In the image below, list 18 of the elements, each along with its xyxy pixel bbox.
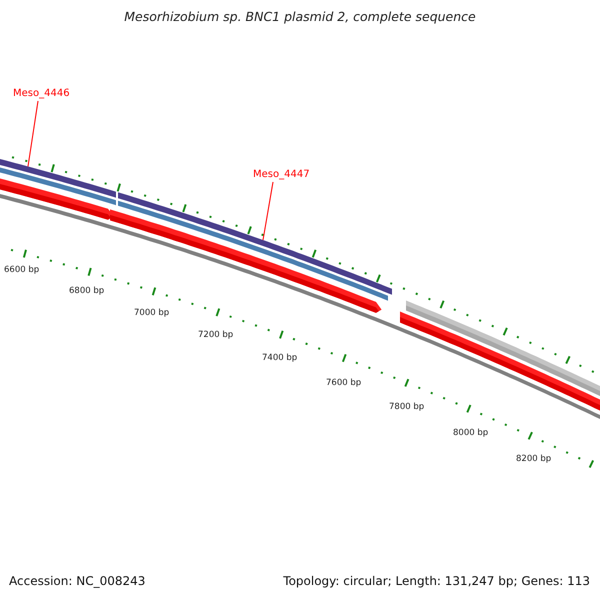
scale-label: 7000 bp bbox=[134, 308, 170, 318]
summary-note: Topology: circular; Length: 131,247 bp; Genes: 113 bbox=[283, 574, 590, 588]
gene-label: Meso_4447 bbox=[253, 169, 310, 181]
scale-label: 6800 bp bbox=[69, 286, 104, 296]
gene-bar bbox=[0, 158, 116, 198]
scale-label: 7800 bp bbox=[389, 402, 424, 412]
scale-label: 7200 bp bbox=[198, 330, 234, 340]
scale-label: 7400 bp bbox=[262, 353, 298, 364]
gene-bar bbox=[118, 192, 392, 295]
accession-note: Accession: NC_008243 bbox=[9, 574, 146, 588]
scale-label: 7600 bp bbox=[326, 378, 362, 388]
gene-label: Meso_4446 bbox=[13, 88, 70, 100]
scale-label: 6600 bp bbox=[4, 265, 40, 276]
leader-line bbox=[28, 100, 38, 167]
leader-line bbox=[262, 182, 274, 241]
scale-label: 8200 bp bbox=[516, 454, 552, 464]
map-title: Mesorhizobium sp. BNC1 plasmid 2, complete sequence bbox=[123, 9, 477, 24]
scale-label: 8000 bp bbox=[453, 428, 488, 438]
